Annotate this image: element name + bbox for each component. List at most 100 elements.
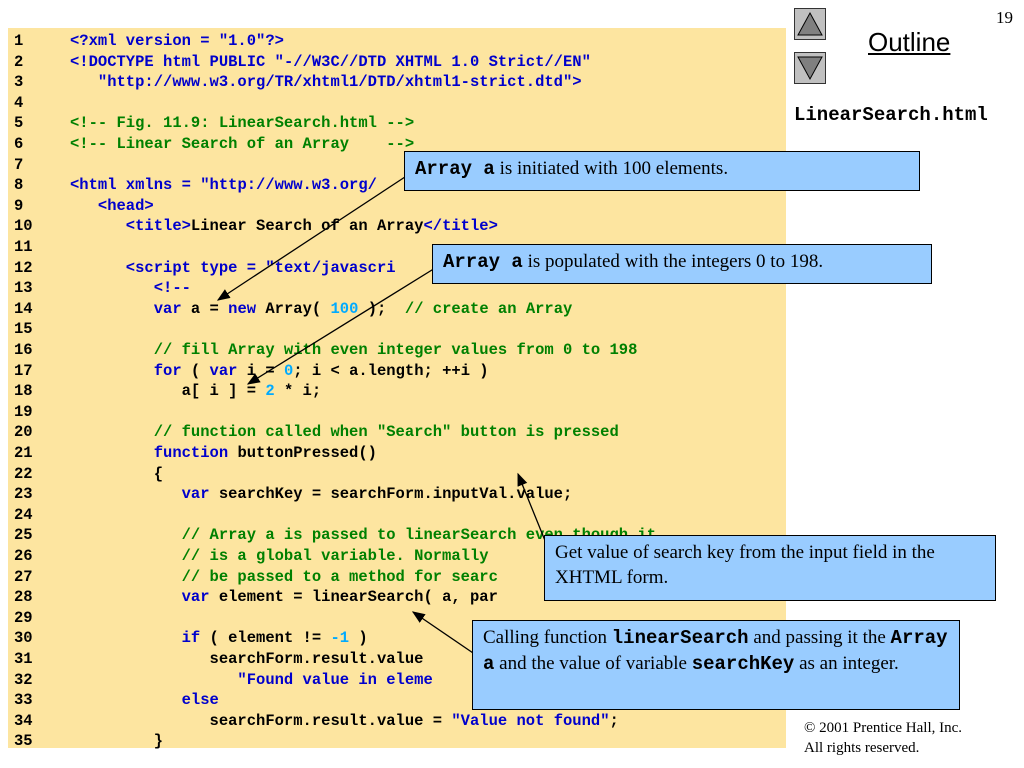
line-number: 34 (14, 711, 33, 730)
code-token: new (228, 299, 266, 318)
code-token: Array( (265, 299, 331, 318)
line-number: 23 (14, 485, 33, 504)
line-number: 15 (14, 320, 33, 339)
code-token: 100 (330, 299, 359, 318)
line-number: 25 (14, 526, 33, 545)
code-token: ( element != (209, 629, 331, 648)
code-token: <head> (70, 196, 154, 215)
code-token: // fill Array with even integer values f… (70, 341, 638, 359)
code-token: } (70, 732, 164, 751)
line-number: 5 (14, 114, 24, 133)
code-token: a[ i ] = (70, 382, 266, 401)
code-token: if (70, 629, 210, 648)
code-token: <title> (70, 217, 191, 236)
line-number: 33 (14, 691, 33, 710)
code-token: i = (246, 361, 284, 380)
triangle-up-icon (797, 11, 823, 36)
code-token: <!-- (70, 279, 191, 298)
code-token: var (70, 299, 191, 318)
line-number: 7 (14, 155, 24, 174)
code-token: ; i < a.length; ++i ) (293, 361, 489, 380)
callout-array-init-code: Array a (415, 158, 495, 180)
code-token: ( (190, 361, 210, 380)
line-number: 12 (14, 258, 33, 277)
code-token: searchKey = searchForm.inputVal.value; (218, 485, 573, 504)
callout-call-text-4: as an integer. (794, 653, 899, 674)
code-token: <html xmlns = (70, 176, 201, 195)
line-number: 31 (14, 650, 33, 668)
code-token: > (572, 73, 582, 92)
line-number: 19 (14, 402, 33, 421)
line-number: 8 (14, 176, 24, 195)
line-number: 26 (14, 547, 33, 565)
code-text: searchForm.result.value = "Value not fou… (70, 711, 619, 731)
copyright-notice: © 2001 Prentice Hall, Inc. All rights re… (804, 718, 962, 758)
callout-search-key: Get value of search key from the input f… (544, 535, 996, 601)
callout-call-code-1: linearSearch (611, 627, 749, 649)
line-number: 32 (14, 670, 33, 689)
callout-search-key-text: Get value of search key from the input f… (555, 542, 935, 588)
code-token: a = (190, 299, 229, 318)
line-number: 22 (14, 464, 33, 483)
slide-number: 19 (996, 8, 1013, 27)
callout-array-populate: Array a is populated with the integers 0… (432, 244, 932, 284)
code-token: ?> (265, 32, 284, 50)
code-token: 0 (283, 361, 294, 380)
code-text: <script type = "text/javascri (70, 258, 396, 278)
code-text: <!-- Fig. 11.9: LinearSearch.html --> (70, 113, 414, 133)
line-number: 2 (14, 52, 24, 71)
code-token: * i; (274, 382, 322, 401)
code-panel: 1<?xml version = "1.0"?>2<!DOCTYPE html … (8, 28, 786, 751)
line-number: 18 (14, 382, 33, 401)
outline-link[interactable]: Outline (868, 27, 951, 57)
line-number: 3 (14, 73, 24, 92)
previous-slide-button[interactable] (794, 8, 826, 40)
code-text: <title>Linear Search of an Array</title> (70, 216, 498, 236)
code-token: <!-- Fig. 11.9: LinearSearch.html --> (70, 114, 415, 133)
next-slide-button[interactable] (794, 52, 826, 84)
line-number: 24 (14, 505, 33, 524)
code-text: searchForm.result.value (70, 649, 424, 669)
callout-array-init-text: is initiated with 100 elements. (494, 158, 729, 179)
code-text: <!-- (70, 278, 191, 298)
code-token: // is a global variable. Normally (70, 547, 489, 565)
triangle-down-icon (797, 56, 823, 81)
code-text: <head> (70, 196, 154, 216)
line-number: 13 (14, 279, 33, 298)
code-text: var searchKey = searchForm.inputVal.valu… (70, 484, 573, 504)
code-text: // is a global variable. Normally (70, 546, 489, 566)
code-token: var (209, 361, 247, 380)
code-text: <html xmlns = "http://www.w3.org/ (70, 175, 377, 195)
code-text: <!-- Linear Search of an Array --> (70, 134, 414, 154)
callout-array-populate-code: Array a (443, 251, 523, 273)
callout-array-populate-text: is populated with the integers 0 to 198. (522, 251, 824, 272)
code-text: "Found value in eleme (70, 670, 432, 690)
code-token: <!DOCTYPE html PUBLIC (70, 52, 275, 71)
code-token: ; (609, 711, 619, 730)
code-text: var a = new Array( 100 ); // create an A… (70, 299, 573, 319)
callout-call-text-3: and the value of variable (494, 653, 692, 674)
code-token: "http://www.w3.org/ (200, 176, 377, 195)
code-token: "Value not found" (451, 711, 610, 730)
code-token: // create an Array (404, 299, 573, 318)
code-token: <script type = (70, 258, 266, 277)
code-text: // be passed to a method for searc (70, 567, 498, 587)
code-text: <!DOCTYPE html PUBLIC "-//W3C//DTD XHTML… (70, 52, 591, 72)
line-number: 16 (14, 341, 33, 359)
code-token: "1.0" (218, 32, 266, 50)
line-number: 29 (14, 608, 33, 627)
code-token: var (70, 485, 219, 504)
code-token: for (70, 361, 191, 380)
code-token: function (70, 444, 238, 462)
line-number: 21 (14, 444, 33, 462)
line-number: 1 (14, 32, 24, 50)
line-number: 10 (14, 217, 33, 236)
code-text: { (70, 464, 163, 484)
code-token: searchForm.result.value (70, 650, 424, 668)
line-number: 20 (14, 423, 33, 442)
code-token: "http://www.w3.org/TR/xhtml1/DTD/xhtml1-… (70, 73, 573, 92)
line-number: 9 (14, 196, 24, 215)
code-token: </title> (423, 217, 498, 236)
code-text: // fill Array with even integer values f… (70, 340, 638, 360)
callout-call-code-3: searchKey (691, 653, 795, 675)
